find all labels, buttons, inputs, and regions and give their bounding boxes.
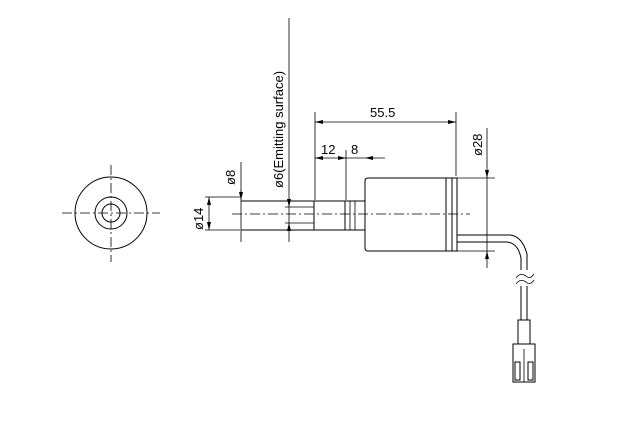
dimension-55-5: 55.5 xyxy=(315,105,456,124)
end-view xyxy=(62,165,160,262)
dim-8-label: 8 xyxy=(351,142,358,157)
dim-12-arrow-left xyxy=(315,156,323,160)
connector-latch-left xyxy=(514,361,521,381)
dim-dia-14-arrow-bottom xyxy=(207,222,211,230)
main-body xyxy=(364,177,453,252)
dim-dia-8-label: ø8 xyxy=(223,170,238,185)
dim-dia-14-label: ø14 xyxy=(191,208,206,230)
cable-break-mark-1 xyxy=(515,273,535,279)
dimension-dia-8: ø8 xyxy=(223,162,243,200)
cable-break-mark-2 xyxy=(515,279,535,285)
rear-cap xyxy=(445,177,458,252)
dim-dia-6-arrow-top xyxy=(287,199,291,207)
dim-8-arrow-left xyxy=(365,156,373,160)
dim-55-5-arrow-left xyxy=(315,120,323,124)
dim-dia-28-arrow-bottom xyxy=(485,251,489,259)
cable-lower xyxy=(457,241,522,270)
dim-12-label: 12 xyxy=(321,142,335,157)
dimension-dia-28: ø28 xyxy=(470,128,489,268)
dim-12-arrow-right xyxy=(338,156,346,160)
dimension-dia-14: ø14 xyxy=(191,197,211,230)
dim-dia-14-arrow-top xyxy=(207,197,211,205)
dim-dia-8-arrow xyxy=(239,192,243,200)
connector-latch-right xyxy=(527,361,534,381)
dim-55-5-arrow-right xyxy=(448,120,456,124)
dim-dia-28-arrow-top xyxy=(485,170,489,178)
dimension-dia-6-emitting: ø6(Emitting surface) xyxy=(271,71,291,231)
dim-dia-6-label: ø6(Emitting surface) xyxy=(271,71,286,188)
dim-dia-28-label: ø28 xyxy=(470,134,485,156)
dimension-12-8: 12 8 xyxy=(315,142,385,160)
cable-upper xyxy=(457,234,528,270)
dim-55-5-label: 55.5 xyxy=(370,105,395,120)
dim-dia-6-arrow-bottom xyxy=(287,223,291,231)
side-view xyxy=(232,177,536,383)
connector-collar xyxy=(517,319,531,345)
